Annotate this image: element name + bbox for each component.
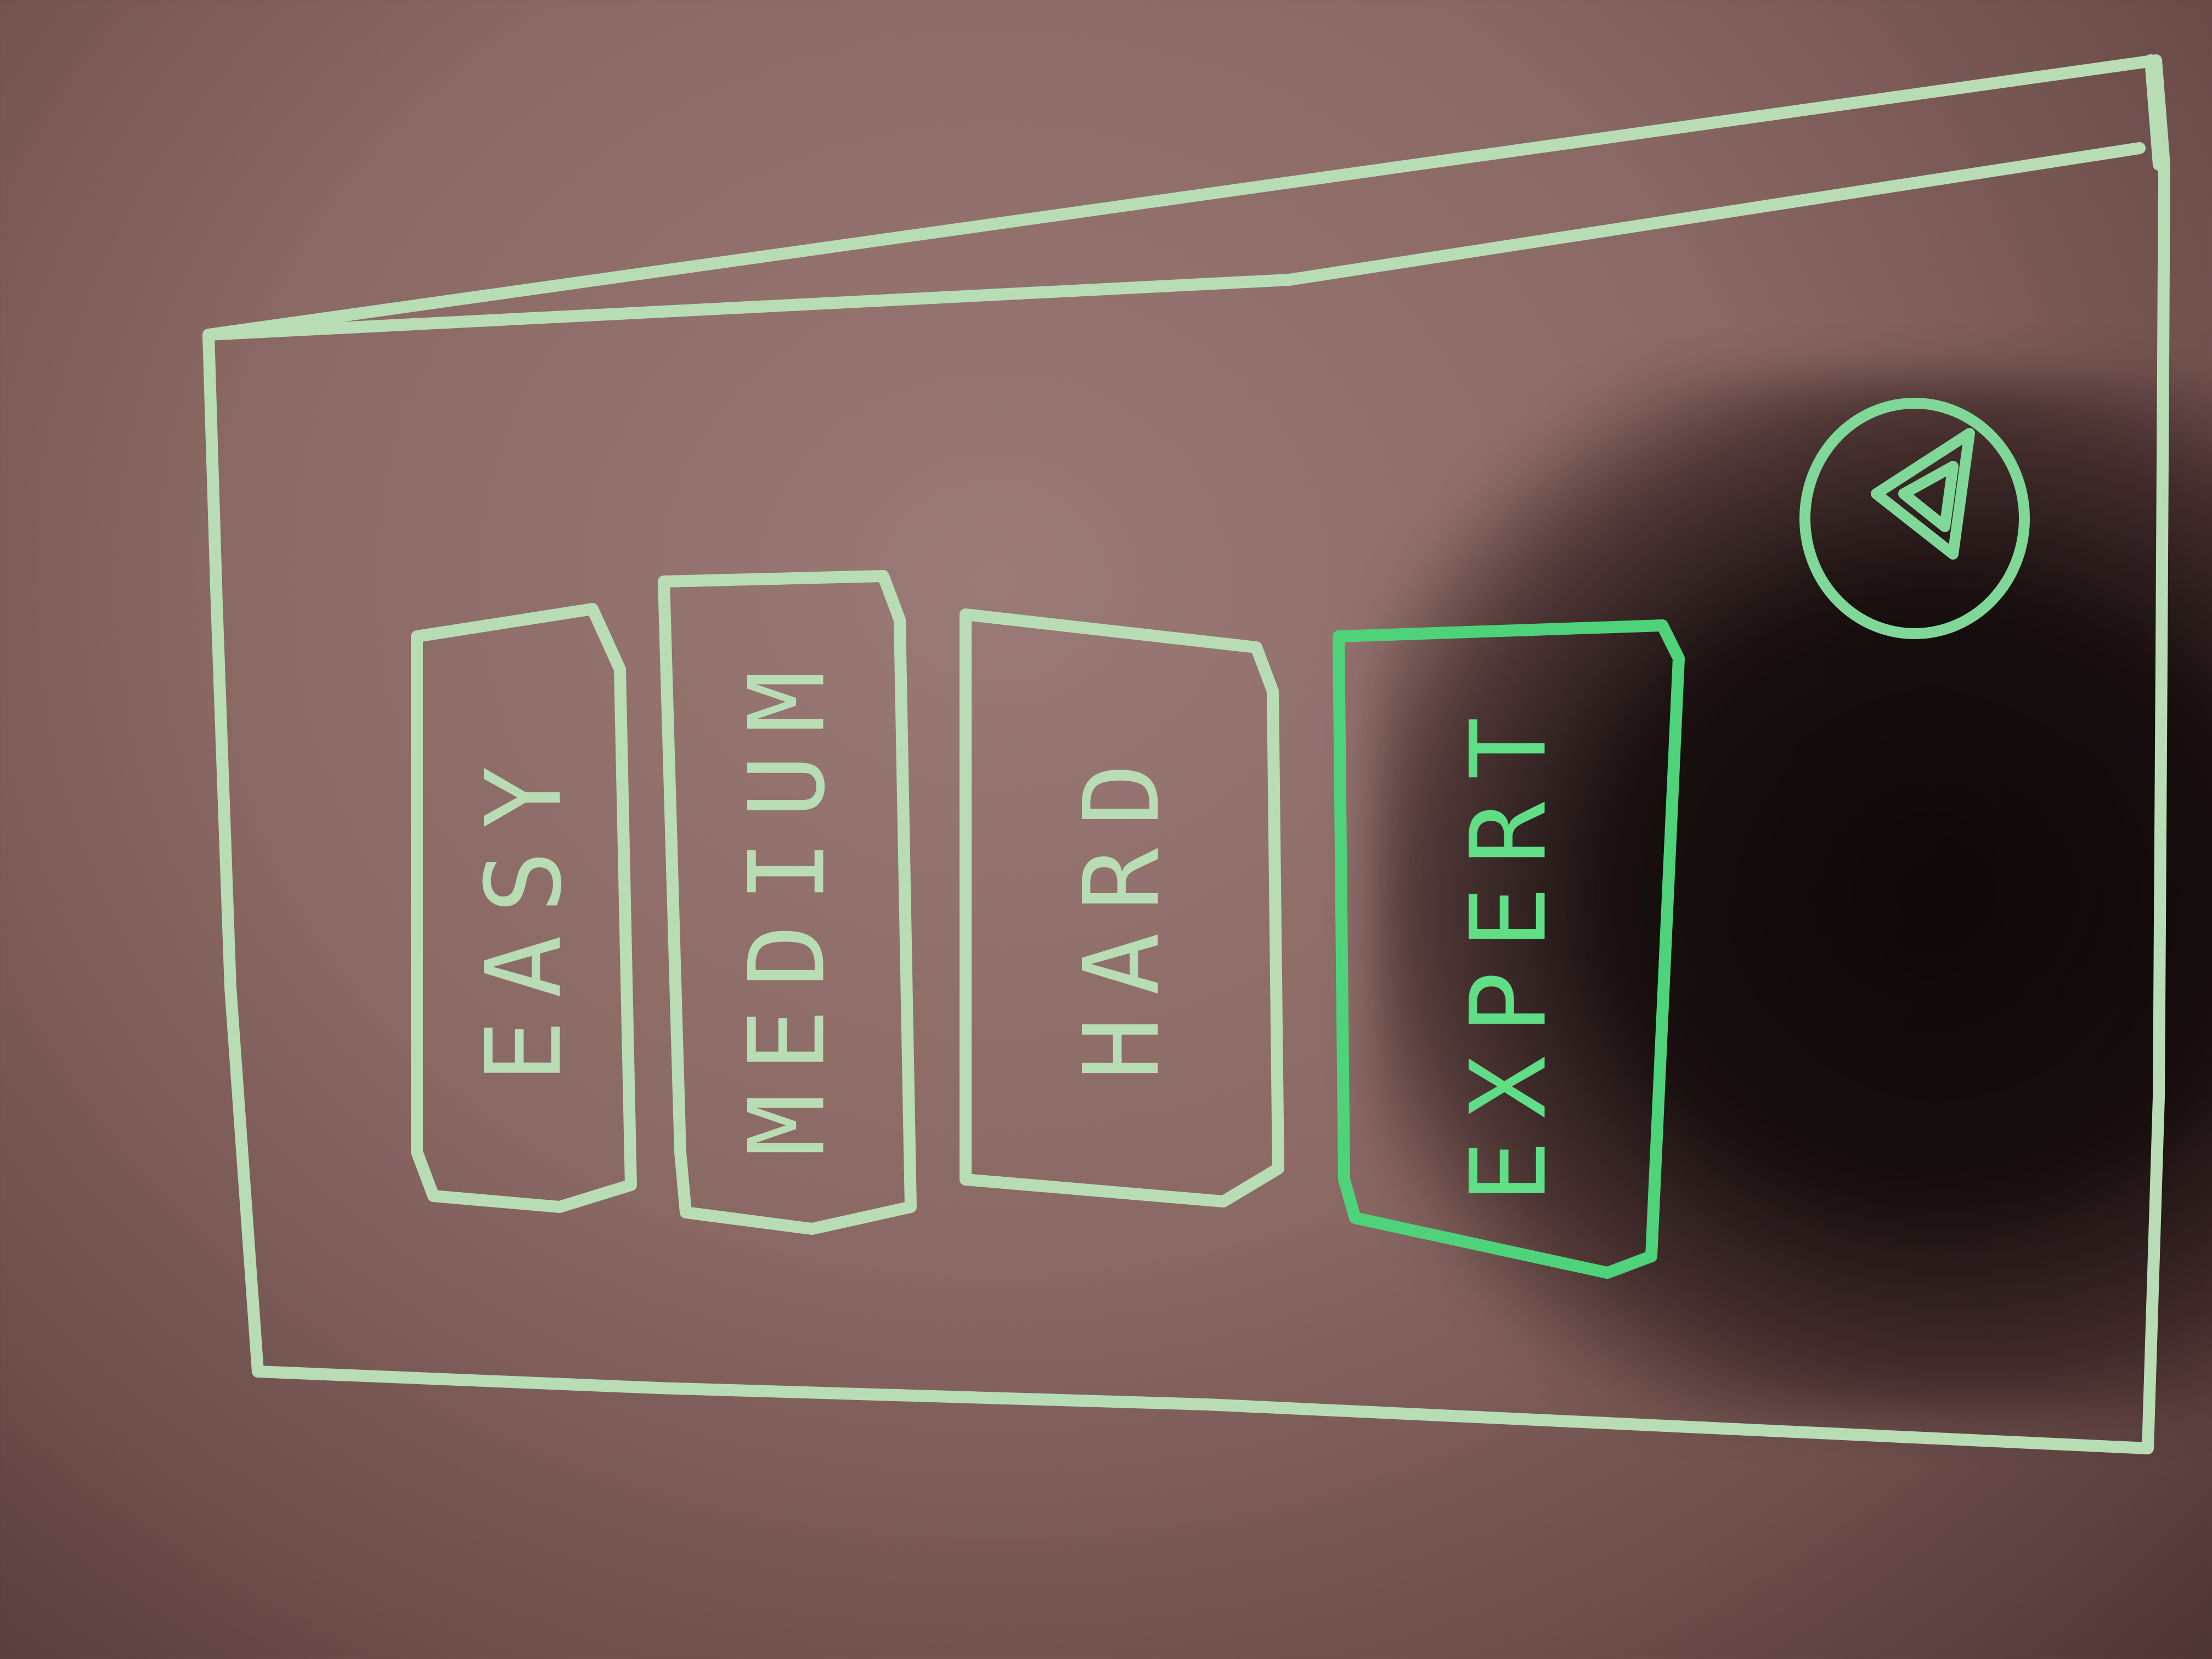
medium-button[interactable]: MEDIUM — [672, 582, 902, 1223]
fab-triangle-inner — [1898, 461, 1959, 532]
expert-button[interactable]: EXPERT — [1347, 636, 1671, 1262]
expert-button-label: EXPERT — [1448, 695, 1570, 1204]
hard-box-outline — [960, 608, 1284, 1207]
fab-circle-outline — [1799, 398, 2030, 639]
medium-button-label: MEDIUM — [726, 648, 848, 1157]
hard-button[interactable]: HARD — [971, 631, 1273, 1190]
hand-shadow — [1372, 373, 2212, 1415]
easy-button[interactable]: EASY — [422, 625, 625, 1201]
play-fab-button[interactable] — [1794, 400, 2041, 647]
expert-box-outline — [1333, 619, 1685, 1279]
easy-button-label: EASY — [463, 744, 585, 1083]
medium-box-outline — [658, 570, 917, 1235]
frame-corner-tick — [2145, 54, 2165, 171]
fab-triangle-outline — [1871, 428, 1975, 560]
hard-button-label: HARD — [1061, 741, 1183, 1080]
phone-frame — [202, 54, 2170, 1454]
easy-box-outline — [411, 603, 637, 1213]
